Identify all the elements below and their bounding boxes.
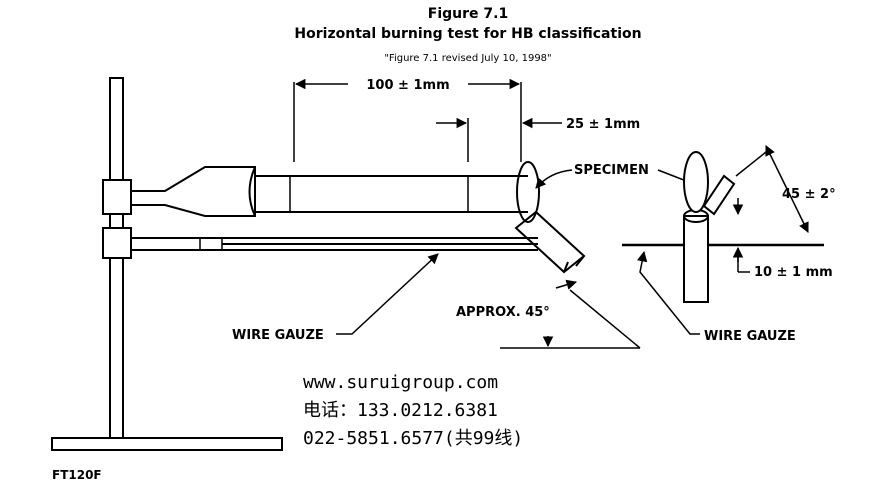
wire-gauze-right-callout: WIRE GAUZE bbox=[636, 250, 796, 344]
dim-100mm-label: 100 ± 1mm bbox=[366, 78, 449, 93]
wire-gauze-left-callout: WIRE GAUZE bbox=[232, 253, 439, 343]
approx-45-label: APPROX. 45° bbox=[456, 305, 550, 320]
dim-25mm-label: 25 ± 1mm bbox=[566, 117, 640, 132]
specimen-clamp bbox=[131, 166, 256, 217]
figure-subtitle: Horizontal burning test for HB classific… bbox=[294, 26, 641, 42]
burner-vertical bbox=[683, 215, 709, 303]
gauze-support bbox=[131, 237, 538, 251]
stand-base bbox=[51, 437, 283, 451]
lower-clamp-block bbox=[102, 227, 132, 259]
revision-note: "Figure 7.1 revised July 10, 1998" bbox=[384, 53, 551, 64]
wire-gauze-right-label: WIRE GAUZE bbox=[704, 329, 796, 344]
figure-title: Figure 7.1 bbox=[428, 6, 508, 22]
specimen-callout: SPECIMEN bbox=[535, 163, 695, 189]
height-10mm-label: 10 ± 1 mm bbox=[754, 265, 833, 280]
ring-stand bbox=[51, 77, 283, 451]
specimen-bar bbox=[255, 161, 540, 223]
specimen-label: SPECIMEN bbox=[574, 163, 649, 178]
dimension-100mm: 100 ± 1mm bbox=[293, 78, 522, 162]
specimen-tilted-side bbox=[702, 174, 736, 216]
watermark-website: www.suruigroup.com bbox=[303, 372, 498, 393]
watermark-phone1: 电话：133.0212.6381 bbox=[303, 400, 498, 421]
dimension-25mm: 25 ± 1mm bbox=[436, 117, 640, 162]
wire-gauze-left-label: WIRE GAUZE bbox=[232, 328, 324, 343]
figure-code: FT120F bbox=[52, 468, 102, 482]
side-view: 45 ± 2° 10 ± 1 mm bbox=[622, 145, 836, 303]
watermark-phone2: 022-5851.6577(共99线) bbox=[303, 428, 523, 449]
upper-clamp-block bbox=[102, 179, 132, 215]
angle-approx-callout: APPROX. 45° bbox=[456, 279, 641, 349]
angle-45-label: 45 ± 2° bbox=[782, 187, 836, 202]
specimen-end-ellipse bbox=[516, 161, 540, 223]
tilted-burner bbox=[514, 210, 586, 274]
flame-ellipse bbox=[683, 151, 709, 213]
clamp-jaw-curve bbox=[248, 166, 256, 217]
clamp-arm bbox=[131, 166, 256, 217]
